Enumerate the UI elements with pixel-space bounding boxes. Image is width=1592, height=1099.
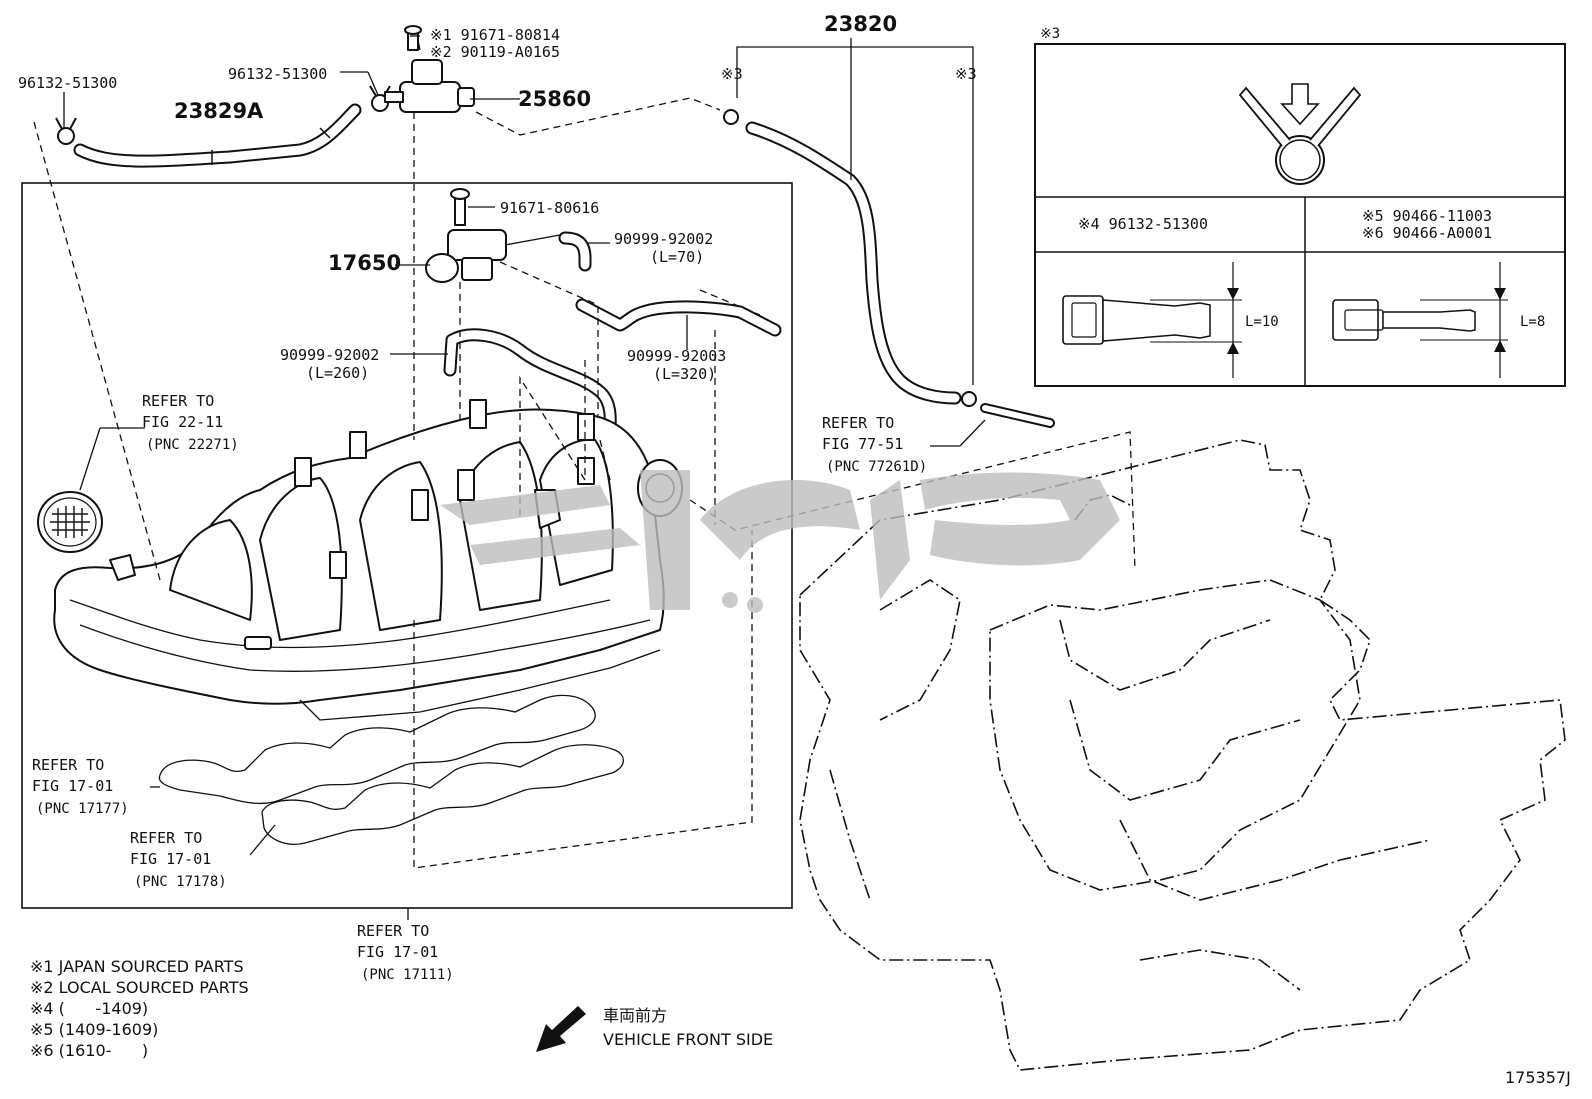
clamp-side-view-left — [1062, 262, 1242, 378]
note-2: ※2 LOCAL SOURCED PARTS — [30, 978, 249, 997]
label-vsv-25860: 25860 — [518, 87, 591, 111]
inset-right-title-2: ※6 90466-A0001 — [1362, 224, 1492, 242]
label-vsv-17650: 17650 — [328, 251, 401, 275]
label-hose-23820: 23820 — [824, 12, 897, 36]
ref-77-51-line3: (PNC 77261D) — [826, 459, 927, 475]
ref-17178-line2: FIG 17-01 — [130, 850, 211, 868]
ref-22-11-line3: (PNC 22271) — [146, 437, 239, 453]
direction-english: VEHICLE FRONT SIDE — [603, 1030, 773, 1049]
label-bolt-91671-80814: ※1 91671-80814 — [430, 26, 560, 44]
ref-17178-line3: (PNC 17178) — [134, 874, 227, 890]
label-hose-90999-92002-a: 90999-92002 — [614, 230, 713, 248]
hose-90999-92002-l70 — [558, 231, 592, 272]
ref-77-51-line1: REFER TO — [822, 414, 894, 432]
label-hose-90999-92002-b-len: (L=260) — [306, 364, 369, 382]
inset-left-title: ※4 96132-51300 — [1078, 215, 1208, 233]
label-mark3-left: ※3 — [721, 65, 743, 83]
inset-right-dimension: L=8 — [1520, 314, 1545, 330]
ref-17111-line3: (PNC 17111) — [361, 967, 454, 983]
label-hose-23829a: 23829A — [174, 99, 264, 123]
reference-22-11: REFER TO FIG 22-11 (PNC 22271) — [142, 392, 239, 453]
note-4: ※4 ( -1409) — [30, 999, 148, 1018]
inset-header-mark: ※3 — [1040, 26, 1060, 42]
hose-23829a — [73, 103, 362, 168]
hose-90999-92002-l260 — [443, 328, 617, 447]
ref-17177-line2: FIG 17-01 — [32, 777, 113, 795]
gasket-22271 — [37, 491, 103, 553]
reference-17177: REFER TO FIG 17-01 (PNC 17177) — [32, 756, 129, 817]
ref-77-51-line2: FIG 77-51 — [822, 435, 903, 453]
hose-90999-92003 — [575, 298, 782, 337]
clamp-left — [55, 117, 77, 145]
figure-id: 175357J — [1505, 1068, 1571, 1087]
hose-23820 — [723, 109, 1055, 428]
vsv-17650 — [425, 188, 586, 283]
ref-17111-line2: FIG 17-01 — [357, 943, 438, 961]
intake-assembly-frame — [21, 182, 793, 909]
ref-22-11-line1: REFER TO — [142, 392, 214, 410]
ref-17178-line1: REFER TO — [130, 829, 202, 847]
engine-block-outline — [799, 439, 1566, 1071]
label-hose-90999-92003-len: (L=320) — [653, 365, 716, 383]
label-clamp-right: 96132-51300 — [228, 65, 327, 83]
note-5: ※5 (1409-1609) — [30, 1020, 158, 1039]
ref-22-11-line2: FIG 22-11 — [142, 413, 223, 431]
label-mark3-right: ※3 — [955, 65, 977, 83]
ref-17177-line1: REFER TO — [32, 756, 104, 774]
ref-17111-line1: REFER TO — [357, 922, 429, 940]
clamp-side-view-right — [1332, 262, 1508, 378]
note-6: ※6 (1610- ) — [30, 1041, 148, 1060]
watermark-logo — [440, 470, 1120, 613]
direction-japanese: 車両前方 — [603, 1006, 667, 1025]
gasket-17177 — [158, 694, 596, 804]
vehicle-front-arrow-icon — [536, 1006, 586, 1052]
label-hose-90999-92003: 90999-92003 — [627, 347, 726, 365]
notes-legend: ※1 JAPAN SOURCED PARTS ※2 LOCAL SOURCED … — [30, 957, 249, 1060]
label-clamp-left: 96132-51300 — [18, 74, 117, 92]
note-1: ※1 JAPAN SOURCED PARTS — [30, 957, 244, 976]
reference-17178: REFER TO FIG 17-01 (PNC 17178) — [130, 829, 227, 890]
inset-right-title-1: ※5 90466-11003 — [1362, 207, 1492, 225]
vsv-25860 — [384, 25, 475, 113]
press-arrow-icon — [1280, 83, 1320, 126]
label-bolt-91671-80616: 91671-80616 — [500, 199, 599, 217]
intake-manifold — [53, 399, 683, 721]
leader-lines — [63, 35, 986, 856]
reference-77-51: REFER TO FIG 77-51 (PNC 77261D) — [822, 414, 927, 475]
label-hose-90999-92002-a-len: (L=70) — [650, 248, 704, 266]
reference-17111: REFER TO FIG 17-01 (PNC 17111) — [357, 922, 454, 983]
inset-left-dimension: L=10 — [1245, 314, 1279, 330]
gasket-17178 — [261, 744, 624, 845]
label-hose-90999-92002-b: 90999-92002 — [280, 346, 379, 364]
label-bolt-90119-a0165: ※2 90119-A0165 — [430, 43, 560, 61]
ref-17177-line3: (PNC 17177) — [36, 801, 129, 817]
clamp-icon — [1238, 86, 1362, 185]
inset-table: ※3 ※4 96132-51300 ※5 90466-11003 ※6 9046… — [1034, 26, 1566, 387]
